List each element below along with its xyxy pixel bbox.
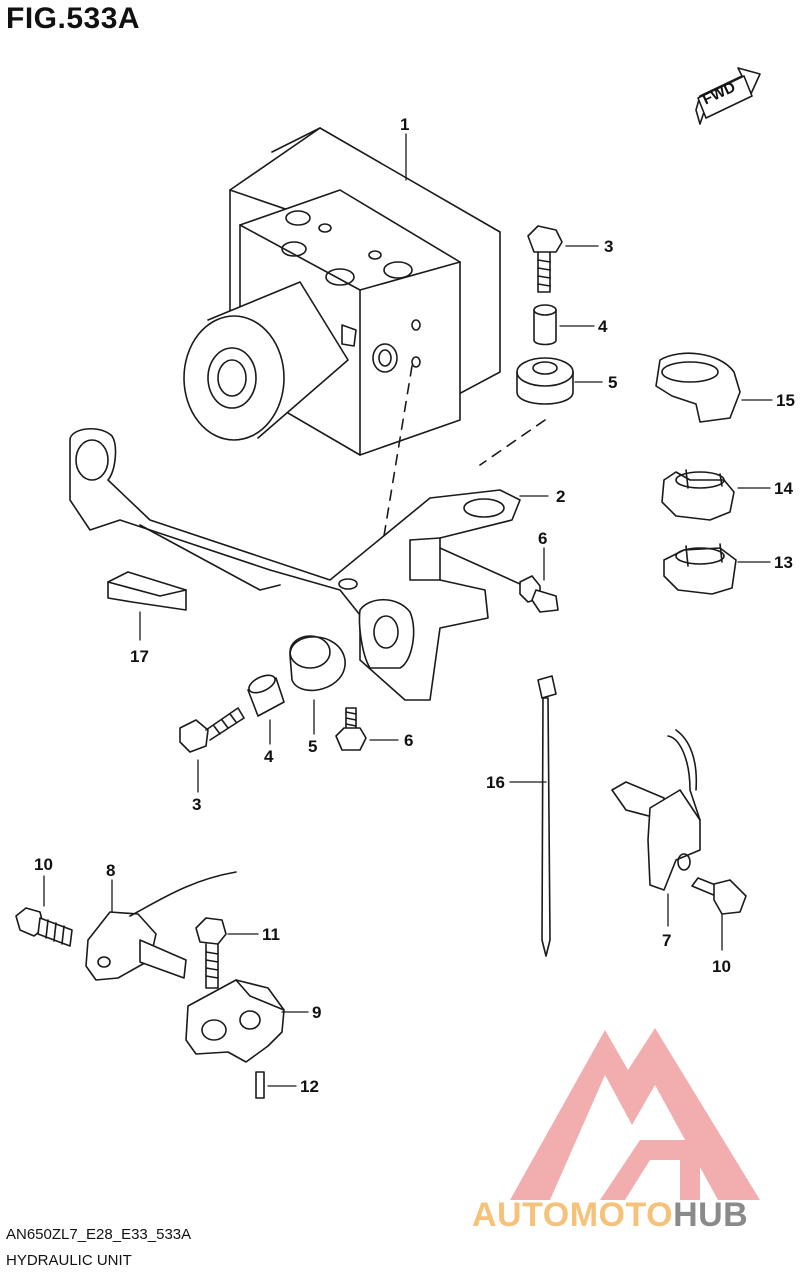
callout-11: 11 — [262, 925, 280, 944]
callout-6-bottom: 6 — [404, 731, 414, 750]
bolt-part-3-bottom — [179, 707, 245, 753]
figure-title: FIG.533A — [6, 2, 141, 35]
callout-6-right: 6 — [538, 529, 548, 548]
sensor-part-8 — [85, 871, 237, 981]
callout-3-bottom: 3 — [192, 795, 202, 814]
figure-code: AN650ZL7_E28_E33_533A — [6, 1226, 192, 1243]
callout-2: 2 — [556, 487, 566, 506]
callout-5-bottom: 5 — [308, 737, 318, 756]
sensor-part-7 — [611, 729, 701, 891]
leader-lines — [43, 133, 773, 1087]
watermark-part2: HUB — [673, 1196, 749, 1234]
watermark-text: AUTOMOTOHUB — [472, 1196, 748, 1235]
callout-15: 15 — [776, 391, 795, 410]
pin-part-12 — [255, 1071, 265, 1099]
callout-10-left: 10 — [34, 855, 53, 874]
bolt-part-10-right — [691, 877, 747, 915]
hydraulic-unit-part-1 — [183, 127, 501, 456]
callout-16: 16 — [486, 773, 505, 792]
callout-4-bottom: 4 — [264, 747, 274, 766]
watermark-logo — [510, 1028, 760, 1200]
clamp-part-14 — [661, 469, 735, 521]
fwd-arrow-icon — [695, 67, 761, 125]
bolt-part-3-top — [527, 225, 563, 293]
figure-name: HYDRAULIC UNIT — [6, 1252, 132, 1269]
holder-part-9 — [185, 979, 285, 1063]
cable-tie-part-16 — [537, 675, 557, 957]
bolt-part-6-bottom — [335, 707, 367, 751]
pad-part-17 — [107, 571, 187, 611]
callout-4-top: 4 — [598, 317, 608, 336]
callout-8: 8 — [106, 861, 116, 880]
callout-7: 7 — [662, 931, 672, 950]
callout-17: 17 — [130, 647, 149, 666]
collar-part-4-bottom — [247, 674, 285, 717]
callout-9: 9 — [312, 1003, 322, 1022]
bolt-part-11 — [195, 917, 227, 989]
clamp-part-13 — [663, 543, 737, 595]
callout-12: 12 — [300, 1077, 319, 1096]
bracket-part-2 — [69, 428, 521, 701]
callout-5-top: 5 — [608, 373, 618, 392]
callout-14: 14 — [774, 479, 793, 498]
bolt-part-6-right — [439, 547, 559, 613]
grommet-part-5-bottom — [289, 635, 346, 692]
assembly-guide-lines — [379, 365, 546, 561]
collar-part-4-top — [533, 304, 557, 346]
callout-1: 1 — [400, 115, 410, 134]
grommet-part-5-top — [516, 357, 574, 405]
callout-3-top: 3 — [604, 237, 614, 256]
watermark-part1: AUTOMOTO — [472, 1196, 674, 1234]
callout-13: 13 — [774, 553, 793, 572]
clamp-part-15 — [655, 352, 741, 423]
bolt-part-10-left — [15, 907, 73, 947]
callout-10-right: 10 — [712, 957, 731, 976]
